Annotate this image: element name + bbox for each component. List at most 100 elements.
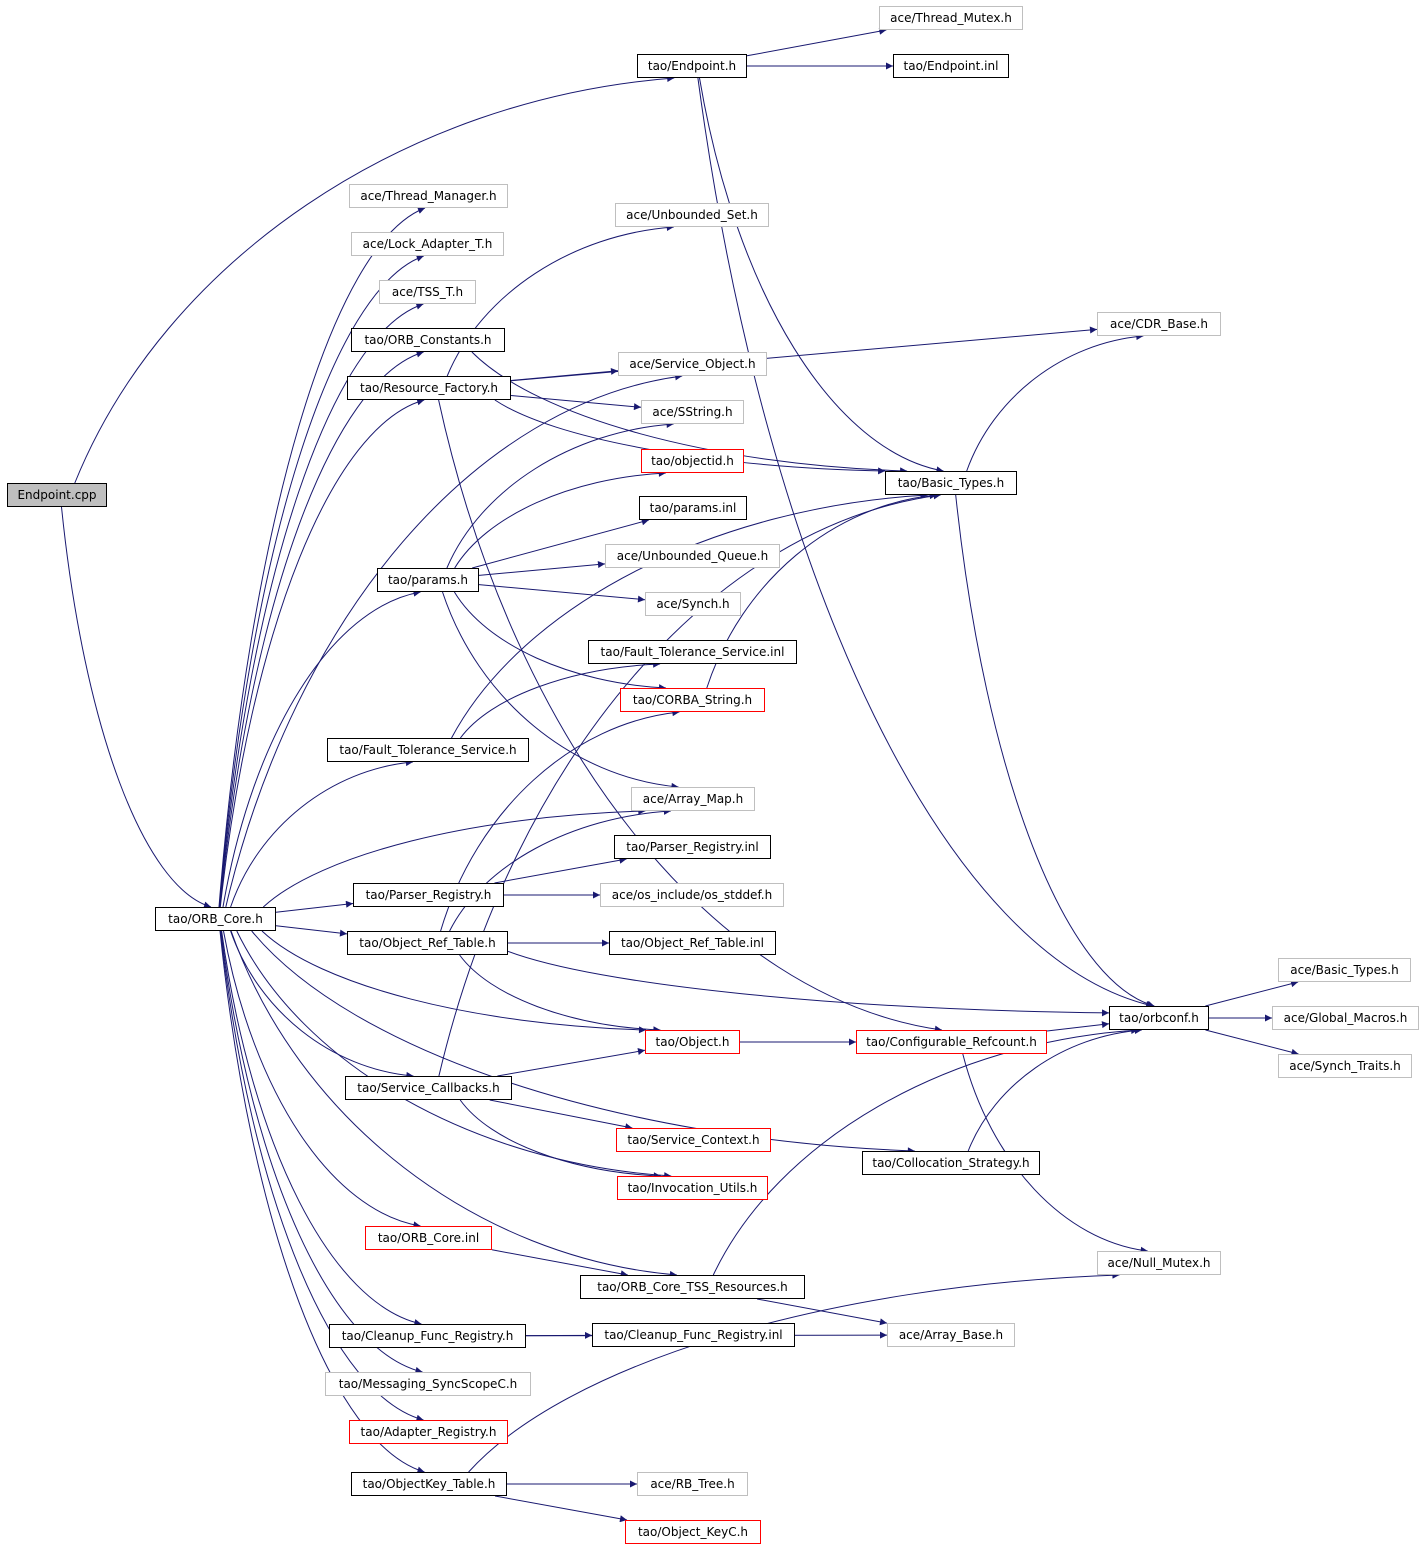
edge-tao-params-h-to-ace-array-map (442, 591, 679, 790)
node-tao-orb-core-h[interactable]: tao/ORB_Core.h (155, 907, 276, 931)
edge-tao-service-callbacks-to-tao-basic-types (438, 492, 941, 1077)
edge-tao-ft-service-h-to-tao-ft-service-inl (459, 660, 661, 739)
edge-tao-orb-core-h-to-tao-parser-registry-h (275, 900, 354, 913)
node-tao-adapter-registry[interactable]: tao/Adapter_Registry.h (349, 1420, 508, 1444)
edge-tao-params-h-to-ace-synch (478, 584, 646, 603)
node-tao-object-h[interactable]: tao/Object.h (645, 1030, 740, 1054)
edge-tao-object-ref-table-h-to-tao-orbconf (507, 950, 1110, 1017)
edge-tao-orb-core-h-to-ace-array-map (262, 807, 646, 908)
node-ace-thread-manager[interactable]: ace/Thread_Manager.h (349, 184, 508, 208)
node-tao-endpoint-h[interactable]: tao/Endpoint.h (637, 54, 747, 78)
node-tao-invocation-utils[interactable]: tao/Invocation_Utils.h (617, 1176, 768, 1200)
edge-tao-resource-factory-to-tao-basic-types (494, 399, 886, 475)
node-ace-synch-traits[interactable]: ace/Synch_Traits.h (1278, 1054, 1412, 1078)
node-tao-orbconf[interactable]: tao/orbconf.h (1109, 1006, 1209, 1030)
node-tao-basic-types[interactable]: tao/Basic_Types.h (885, 471, 1017, 495)
node-ace-array-map[interactable]: ace/Array_Map.h (631, 787, 755, 811)
node-ace-sstring[interactable]: ace/SString.h (641, 400, 744, 424)
node-tao-messaging-syncscopec[interactable]: tao/Messaging_SyncScopeC.h (325, 1372, 531, 1396)
edge-tao-orb-core-h-to-tao-orb-core-inl (223, 930, 421, 1229)
node-ace-os-stddef[interactable]: ace/os_include/os_stddef.h (600, 883, 784, 907)
edge-tao-resource-factory-to-ace-service-object (510, 367, 619, 381)
node-tao-parser-registry-inl[interactable]: tao/Parser_Registry.inl (614, 835, 771, 859)
edge-tao-objectkey-table-to-ace-null-mutex (468, 1271, 1120, 1473)
node-ace-thread-mutex[interactable]: ace/Thread_Mutex.h (879, 6, 1023, 30)
node-endpoint-cpp: Endpoint.cpp (7, 483, 107, 507)
edge-tao-params-h-to-ace-sstring (446, 421, 674, 569)
edge-tao-orb-core-h-to-tao-params-h (222, 589, 421, 908)
node-ace-tss-t[interactable]: ace/TSS_T.h (379, 280, 476, 304)
node-tao-object-ref-table-inl[interactable]: tao/Object_Ref_Table.inl (609, 931, 776, 955)
node-ace-synch[interactable]: ace/Synch.h (645, 592, 741, 616)
node-tao-ft-service-h[interactable]: tao/Fault_Tolerance_Service.h (327, 738, 529, 762)
node-tao-corba-string[interactable]: tao/CORBA_String.h (620, 688, 765, 712)
edge-tao-orbconf-to-ace-basic-types (1205, 980, 1299, 1007)
node-ace-cdr-base[interactable]: ace/CDR_Base.h (1097, 312, 1221, 336)
node-tao-service-context[interactable]: tao/Service_Context.h (616, 1128, 771, 1152)
node-tao-configurable-refcount[interactable]: tao/Configurable_Refcount.h (856, 1030, 1047, 1054)
node-tao-object-ref-table-h[interactable]: tao/Object_Ref_Table.h (347, 931, 508, 955)
node-tao-orb-core-inl[interactable]: tao/ORB_Core.inl (365, 1226, 492, 1250)
edge-tao-params-h-to-ace-unbounded-queue (478, 561, 606, 576)
edge-tao-orb-core-h-to-tao-object-h (261, 930, 647, 1034)
edge-tao-orb-core-tss-to-tao-orbconf (712, 1026, 1139, 1276)
node-ace-basic-types[interactable]: ace/Basic_Types.h (1278, 958, 1411, 982)
edge-tao-orb-core-h-to-tao-resource-factory (219, 398, 425, 908)
edge-tao-collocation-strategy-to-tao-orbconf (967, 1027, 1142, 1152)
node-tao-cleanup-func-registry-h[interactable]: tao/Cleanup_Func_Registry.h (329, 1324, 526, 1348)
edge-tao-params-h-to-tao-params-inl (472, 518, 649, 569)
edge-tao-endpoint-h-to-tao-orbconf (697, 77, 1154, 1008)
node-ace-array-base[interactable]: ace/Array_Base.h (887, 1323, 1015, 1347)
edge-tao-parser-registry-h-to-tao-parser-registry-inl (494, 856, 627, 884)
node-tao-resource-factory[interactable]: tao/Resource_Factory.h (347, 376, 511, 400)
node-tao-orb-constants[interactable]: tao/ORB_Constants.h (351, 328, 505, 352)
node-ace-unbounded-set[interactable]: ace/Unbounded_Set.h (615, 203, 769, 227)
edge-tao-orb-core-h-to-tao-orb-core-tss (230, 930, 677, 1278)
edge-tao-resource-factory-to-ace-sstring (510, 395, 642, 411)
edge-tao-orb-core-h-to-tao-object-ref-table-h (275, 925, 348, 937)
edge-tao-orb-core-h-to-ace-service-object (225, 373, 683, 908)
edge-tao-orb-core-h-to-tao-cleanup-func-registry-h (221, 930, 422, 1326)
node-tao-service-callbacks[interactable]: tao/Service_Callbacks.h (345, 1076, 512, 1100)
node-tao-collocation-strategy[interactable]: tao/Collocation_Strategy.h (862, 1151, 1040, 1175)
edge-tao-orb-core-h-to-tao-service-callbacks (230, 930, 414, 1079)
node-tao-params-inl[interactable]: tao/params.inl (639, 496, 747, 520)
edge-tao-basic-types-to-ace-cdr-base (966, 333, 1144, 472)
node-tao-params-h[interactable]: tao/params.h (377, 568, 479, 592)
edge-tao-orb-core-tss-to-ace-array-base (757, 1298, 888, 1326)
edge-tao-service-callbacks-to-tao-invocation-utils (459, 1099, 661, 1180)
edge-tao-service-callbacks-to-tao-service-context (489, 1099, 633, 1131)
edge-tao-endpoint-h-to-ace-thread-mutex (746, 27, 887, 57)
edge-tao-endpoint-h-to-tao-basic-types (699, 77, 944, 474)
edge-tao-service-callbacks-to-tao-object-h (497, 1048, 646, 1077)
node-ace-unbounded-queue[interactable]: ace/Unbounded_Queue.h (605, 544, 780, 568)
node-tao-endpoint-inl[interactable]: tao/Endpoint.inl (893, 54, 1009, 78)
edge-tao-configurable-refcount-to-tao-orbconf (1046, 1021, 1110, 1032)
edge-endpoint-cpp-to-tao-endpoint-h (74, 75, 675, 484)
edge-tao-orb-core-h-to-tao-adapter-registry (220, 930, 424, 1422)
edge-tao-orb-core-inl-to-tao-orb-core-tss (491, 1249, 628, 1278)
edge-tao-params-h-to-tao-corba-string (453, 591, 667, 692)
node-tao-objectkey-table[interactable]: tao/ObjectKey_Table.h (351, 1472, 507, 1496)
node-ace-lock-adapter[interactable]: ace/Lock_Adapter_T.h (351, 232, 504, 256)
edge-endpoint-cpp-to-tao-orb-core-h (61, 506, 212, 909)
node-ace-global-macros[interactable]: ace/Global_Macros.h (1272, 1006, 1419, 1030)
edge-tao-orb-core-h-to-tao-invocation-utils (236, 930, 672, 1180)
edge-tao-orbconf-to-ace-synch-traits (1205, 1029, 1299, 1056)
node-tao-parser-registry-h[interactable]: tao/Parser_Registry.h (353, 883, 504, 907)
node-ace-null-mutex[interactable]: ace/Null_Mutex.h (1097, 1251, 1221, 1275)
node-tao-ft-service-inl[interactable]: tao/Fault_Tolerance_Service.inl (588, 640, 797, 664)
node-ace-service-object[interactable]: ace/Service_Object.h (618, 352, 767, 376)
edges-layer (61, 27, 1299, 1523)
edge-tao-basic-types-to-tao-orbconf (955, 494, 1155, 1008)
edge-tao-objectkey-table-to-tao-object-keyc (494, 1495, 628, 1523)
edge-tao-ft-service-h-to-tao-basic-types (451, 491, 928, 739)
node-tao-cleanup-func-registry-inl[interactable]: tao/Cleanup_Func_Registry.inl (592, 1323, 795, 1347)
node-ace-rb-tree[interactable]: ace/RB_Tree.h (637, 1472, 748, 1496)
node-tao-object-keyc[interactable]: tao/Object_KeyC.h (625, 1520, 761, 1544)
node-tao-orb-core-tss[interactable]: tao/ORB_Core_TSS_Resources.h (580, 1275, 805, 1299)
edge-tao-orb-core-h-to-tao-orb-constants (219, 350, 424, 908)
edge-tao-configurable-refcount-to-ace-null-mutex (962, 1053, 1148, 1254)
node-tao-objectid[interactable]: tao/objectid.h (641, 449, 744, 473)
